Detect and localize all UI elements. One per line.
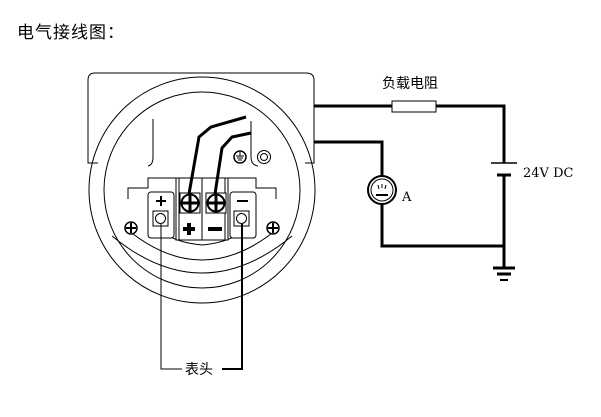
lower-arc-2 bbox=[111, 235, 293, 274]
earth-terminal-icon bbox=[233, 150, 247, 164]
meter-lead-minus bbox=[222, 224, 243, 370]
wire-to-ammeter bbox=[314, 140, 384, 177]
meter-lead-plus bbox=[160, 224, 182, 370]
load-resistor bbox=[391, 100, 437, 113]
load-resistor-label: 负载电阻 bbox=[382, 76, 438, 92]
terminal-screw-minus-icon bbox=[205, 192, 227, 214]
inner-compartment bbox=[147, 119, 154, 167]
lower-arc-1 bbox=[127, 229, 277, 261]
wire-ammeter-to-ground bbox=[380, 204, 504, 248]
ammeter-icon bbox=[367, 175, 397, 205]
mounting-screw-left-icon bbox=[124, 221, 138, 235]
housing-screw-icon bbox=[257, 150, 271, 164]
ammeter-label: A bbox=[401, 190, 412, 205]
wire-resistor-to-supply bbox=[436, 104, 506, 163]
housing-outer-ring bbox=[88, 76, 316, 304]
housing-inner-ring bbox=[103, 91, 301, 289]
diagram-title: 电气接线图： bbox=[17, 23, 125, 43]
housing-box bbox=[87, 72, 315, 164]
terminal-block bbox=[147, 177, 257, 241]
test-plus-sign-icon bbox=[156, 196, 166, 206]
internal-wire-plus bbox=[187, 115, 247, 195]
ground-icon bbox=[493, 266, 515, 281]
power-supply-label: 24V DC bbox=[523, 166, 573, 181]
internal-wire-minus bbox=[213, 131, 252, 195]
meter-head-label: 表头 bbox=[185, 362, 213, 378]
mounting-screw-right-icon bbox=[266, 221, 280, 235]
test-jack-minus-icon bbox=[233, 210, 250, 227]
test-jack-plus-icon bbox=[152, 210, 169, 227]
terminal-screw-plus-icon bbox=[179, 192, 201, 214]
block-plus-sign-icon bbox=[183, 223, 195, 235]
